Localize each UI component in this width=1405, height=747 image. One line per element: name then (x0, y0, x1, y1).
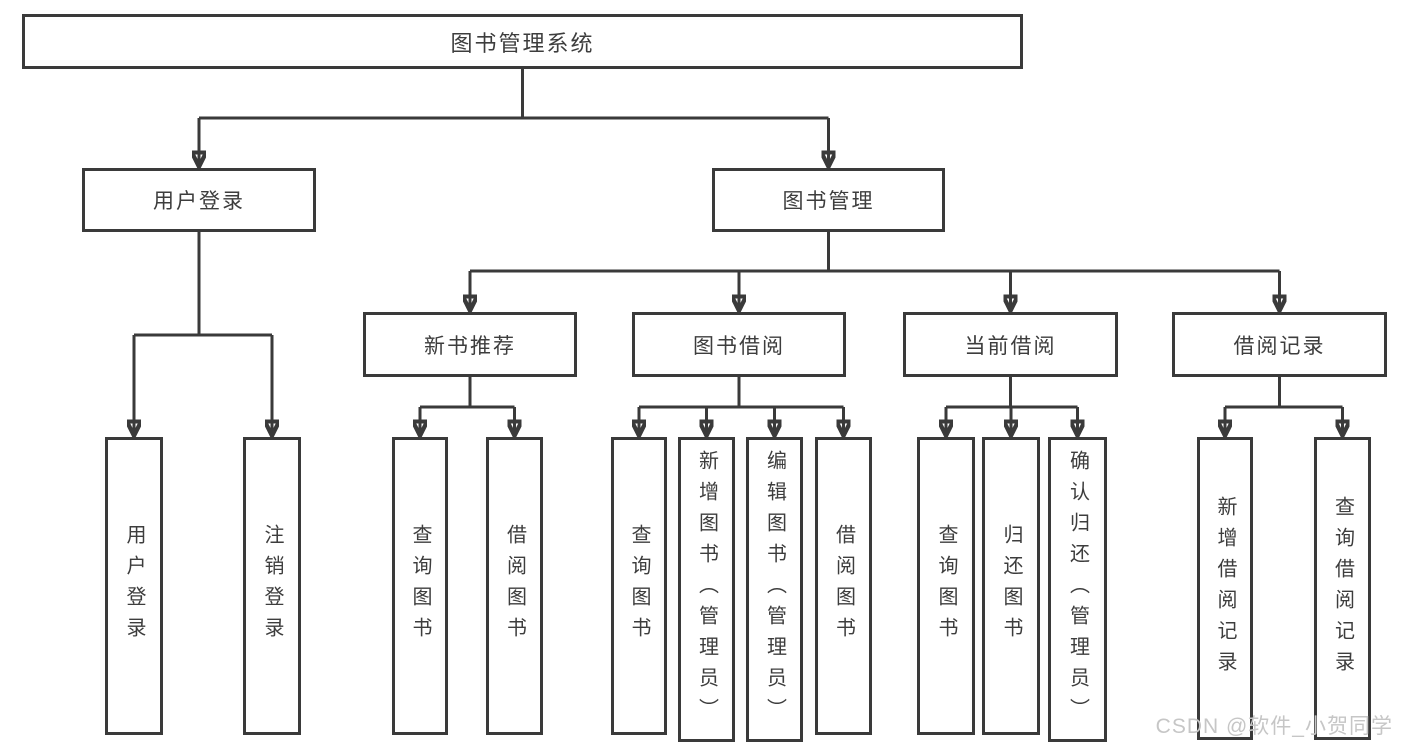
node-borrow-record-label: 借阅记录 (1233, 334, 1326, 358)
leaf-user-login: 用户登录 (105, 437, 163, 735)
leaf-cb-confirm-return-admin: 确认归还（管理员） (1048, 437, 1107, 742)
leaf-bb-borrow-books-label: 借阅图书 (832, 524, 855, 648)
node-book-mgmt: 图书管理 (712, 168, 945, 232)
node-user-login-label: 用户登录 (153, 190, 245, 213)
leaf-cb-query-books: 查询图书 (917, 437, 975, 735)
node-book-mgmt-label: 图书管理 (782, 190, 875, 213)
leaf-cb-confirm-return-admin-label: 确认归还（管理员） (1066, 450, 1089, 729)
leaf-user-login-label: 用户登录 (123, 524, 145, 648)
leaf-cb-return-books: 归还图书 (982, 437, 1040, 735)
connector-book-borrow (639, 377, 844, 409)
node-root: 图书管理系统 (22, 14, 1023, 69)
leaf-bb-add-books-admin-label: 新增图书（管理员） (695, 450, 718, 729)
connector-borrow-record (1225, 377, 1343, 409)
leaf-nbr-query-books: 查询图书 (392, 437, 448, 735)
leaf-bb-borrow-books: 借阅图书 (815, 437, 872, 735)
node-book-borrow: 图书借阅 (632, 312, 846, 377)
node-root-label: 图书管理系统 (450, 30, 595, 56)
leaf-nbr-borrow-books-label: 借阅图书 (503, 524, 526, 648)
connector-new-book-rec (420, 377, 515, 409)
connector-user-login (134, 232, 272, 337)
leaf-br-query-record: 查询借阅记录 (1314, 437, 1371, 740)
leaf-nbr-query-books-label: 查询图书 (409, 524, 431, 648)
node-book-borrow-label: 图书借阅 (693, 334, 785, 358)
leaf-bb-query-books-label: 查询图书 (628, 524, 650, 648)
connector-root (199, 69, 829, 120)
leaf-bb-add-books-admin: 新增图书（管理员） (678, 437, 735, 742)
leaf-logout: 注销登录 (243, 437, 301, 735)
leaf-logout-label: 注销登录 (261, 524, 283, 648)
node-new-book-rec: 新书推荐 (363, 312, 577, 377)
leaf-bb-edit-books-admin-label: 编辑图书（管理员） (763, 450, 786, 729)
leaf-cb-query-books-label: 查询图书 (935, 524, 957, 648)
leaf-bb-query-books: 查询图书 (611, 437, 667, 735)
connector-book-mgmt (470, 232, 1280, 273)
node-new-book-rec-label: 新书推荐 (424, 334, 516, 358)
leaf-cb-return-books-label: 归还图书 (1000, 524, 1022, 648)
node-current-borrow: 当前借阅 (903, 312, 1118, 377)
node-borrow-record: 借阅记录 (1172, 312, 1387, 377)
leaf-bb-edit-books-admin: 编辑图书（管理员） (746, 437, 803, 742)
leaf-br-add-record-label: 新增借阅记录 (1214, 495, 1236, 682)
node-current-borrow-label: 当前借阅 (964, 334, 1057, 358)
leaf-br-add-record: 新增借阅记录 (1197, 437, 1253, 740)
leaf-nbr-borrow-books: 借阅图书 (486, 437, 543, 735)
node-user-login: 用户登录 (82, 168, 316, 232)
connector-current-borrow (946, 377, 1078, 409)
leaf-br-query-record-label: 查询借阅记录 (1331, 495, 1354, 682)
